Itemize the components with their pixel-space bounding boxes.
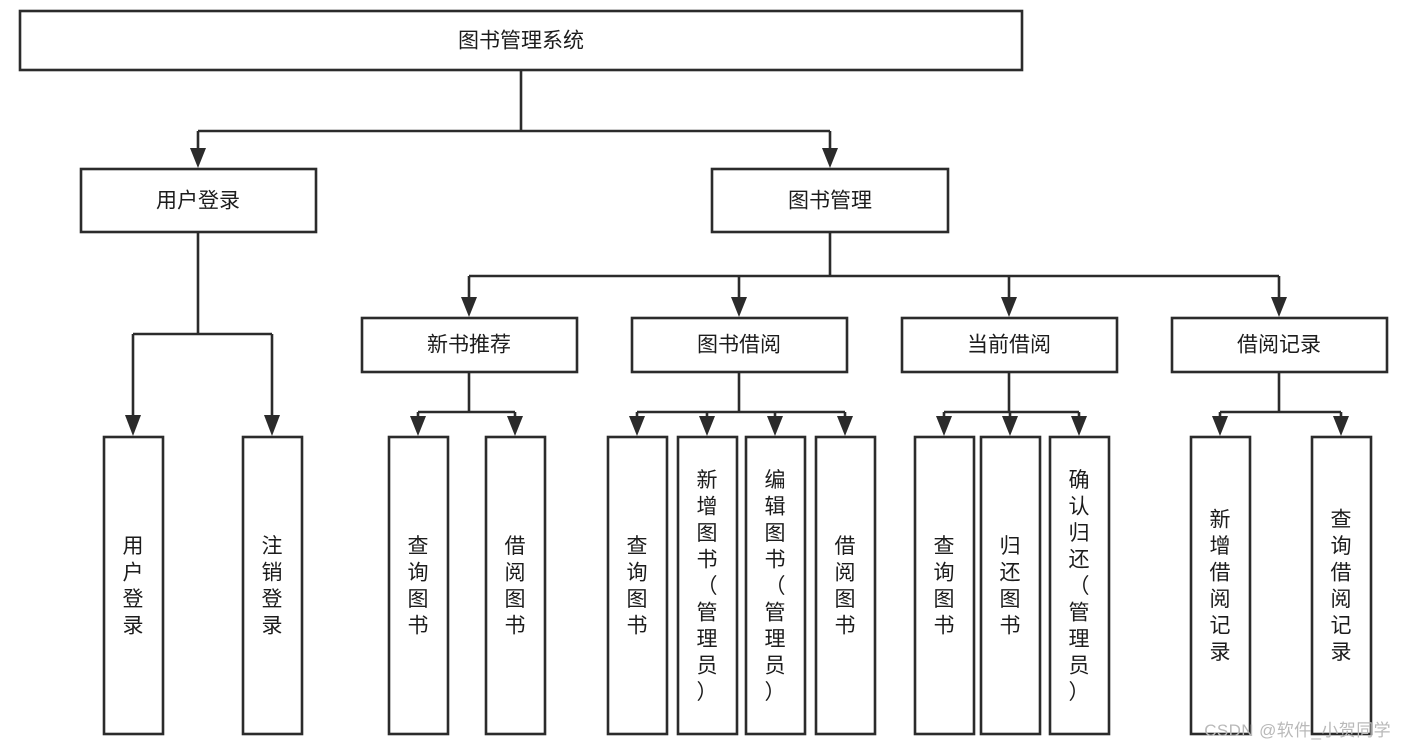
node-user-login-label: 用户登录 xyxy=(156,190,240,213)
arrow-to-leaf-return-book xyxy=(1002,416,1018,436)
node-leaf-user-logout-box[interactable] xyxy=(241,435,304,736)
node-book-management-label: 图书管理 xyxy=(788,190,872,213)
node-leaf-borrow-book-2-box[interactable] xyxy=(814,435,877,736)
node-leaf-edit-book-label: 编辑图书（管理员） xyxy=(765,469,786,704)
node-leaf-edit-book-box[interactable] xyxy=(744,435,807,736)
node-leaf-query-book-3[interactable]: 查询图书 xyxy=(913,435,976,736)
arrow-to-leaf-user-login xyxy=(125,415,141,436)
node-leaf-add-record-label: 新增借阅记录 xyxy=(1210,509,1231,665)
node-borrow-record-label: 借阅记录 xyxy=(1237,334,1321,357)
arrow-to-leaf-query-record xyxy=(1333,416,1349,436)
arrow-to-leaf-query-book-3 xyxy=(936,416,952,436)
node-current-borrow-label: 当前借阅 xyxy=(967,334,1051,357)
node-borrow-record[interactable]: 借阅记录 xyxy=(1170,316,1389,374)
node-leaf-user-logout-label: 注销登录 xyxy=(262,535,283,638)
node-root[interactable]: 图书管理系统 xyxy=(18,9,1024,72)
node-leaf-query-book-2[interactable]: 查询图书 xyxy=(606,435,669,736)
node-book-borrow-label: 图书借阅 xyxy=(697,334,781,357)
node-leaf-add-book[interactable]: 新增图书（管理员） xyxy=(676,435,739,736)
node-leaf-confirm-return-box[interactable] xyxy=(1048,435,1111,736)
node-book-management[interactable]: 图书管理 xyxy=(710,167,950,234)
arrow-to-leaf-edit-book xyxy=(767,416,783,436)
node-leaf-query-book-2-label: 查询图书 xyxy=(627,535,648,638)
node-leaf-user-login[interactable]: 用户登录 xyxy=(102,435,165,736)
node-new-book-recommend-box[interactable] xyxy=(360,316,579,374)
node-user-login-box[interactable] xyxy=(79,167,318,234)
node-leaf-add-book-label: 新增图书（管理员） xyxy=(697,469,718,704)
node-leaf-confirm-return-label: 确认归还（管理员） xyxy=(1069,469,1090,704)
node-leaf-query-record-box[interactable] xyxy=(1310,435,1373,736)
node-new-book-recommend-label: 新书推荐 xyxy=(427,334,511,357)
node-current-borrow[interactable]: 当前借阅 xyxy=(900,316,1119,374)
node-leaf-confirm-return[interactable]: 确认归还（管理员） xyxy=(1048,435,1111,736)
arrow-to-new-book-recommend xyxy=(461,297,477,317)
node-leaf-borrow-book-1-label: 借阅图书 xyxy=(505,535,526,638)
node-book-borrow-box[interactable] xyxy=(630,316,849,374)
node-current-borrow-box[interactable] xyxy=(900,316,1119,374)
node-book-management-box[interactable] xyxy=(710,167,950,234)
arrow-to-book-management xyxy=(822,148,838,168)
arrow-to-leaf-query-book-1 xyxy=(410,416,426,436)
node-leaf-query-record-label: 查询借阅记录 xyxy=(1331,509,1352,665)
node-leaf-edit-book[interactable]: 编辑图书（管理员） xyxy=(744,435,807,736)
node-leaf-user-logout[interactable]: 注销登录 xyxy=(241,435,304,736)
node-leaf-add-record[interactable]: 新增借阅记录 xyxy=(1189,435,1252,736)
node-leaf-query-book-3-box[interactable] xyxy=(913,435,976,736)
node-root-label: 图书管理系统 xyxy=(458,30,584,53)
node-borrow-record-box[interactable] xyxy=(1170,316,1389,374)
node-book-borrow[interactable]: 图书借阅 xyxy=(630,316,849,374)
node-leaf-borrow-book-2[interactable]: 借阅图书 xyxy=(814,435,877,736)
arrow-to-borrow-record xyxy=(1271,297,1287,317)
node-leaf-user-login-box[interactable] xyxy=(102,435,165,736)
node-leaf-borrow-book-1-box[interactable] xyxy=(484,435,547,736)
arrow-to-leaf-add-record xyxy=(1212,416,1228,436)
arrow-to-current-borrow xyxy=(1001,297,1017,317)
arrow-to-leaf-borrow-book-1 xyxy=(507,416,523,436)
node-leaf-user-login-label: 用户登录 xyxy=(123,535,144,638)
node-leaf-return-book[interactable]: 归还图书 xyxy=(979,435,1042,736)
node-leaf-borrow-book-1[interactable]: 借阅图书 xyxy=(484,435,547,736)
node-leaf-add-record-box[interactable] xyxy=(1189,435,1252,736)
connector-layer xyxy=(125,70,1349,436)
node-leaf-borrow-book-2-label: 借阅图书 xyxy=(835,535,856,638)
node-leaf-query-book-1-label: 查询图书 xyxy=(408,535,429,638)
arrow-to-leaf-query-book-2 xyxy=(629,416,645,436)
arrow-to-book-borrow xyxy=(731,297,747,317)
node-leaf-query-book-2-box[interactable] xyxy=(606,435,669,736)
node-leaf-return-book-label: 归还图书 xyxy=(1000,535,1021,638)
node-new-book-recommend[interactable]: 新书推荐 xyxy=(360,316,579,374)
arrow-to-leaf-confirm-return xyxy=(1071,416,1087,436)
node-leaf-query-record[interactable]: 查询借阅记录 xyxy=(1310,435,1373,736)
node-leaf-add-book-box[interactable] xyxy=(676,435,739,736)
node-leaf-query-book-1-box[interactable] xyxy=(387,435,450,736)
arrow-to-leaf-borrow-book-2 xyxy=(837,416,853,436)
node-leaf-return-book-box[interactable] xyxy=(979,435,1042,736)
node-leaf-query-book-3-label: 查询图书 xyxy=(934,535,955,638)
node-leaf-query-book-1[interactable]: 查询图书 xyxy=(387,435,450,736)
arrow-to-leaf-add-book xyxy=(699,416,715,436)
node-root-box[interactable] xyxy=(18,9,1024,72)
node-user-login[interactable]: 用户登录 xyxy=(79,167,318,234)
arrow-to-leaf-user-logout xyxy=(264,415,280,436)
arrow-to-user-login xyxy=(190,148,206,168)
